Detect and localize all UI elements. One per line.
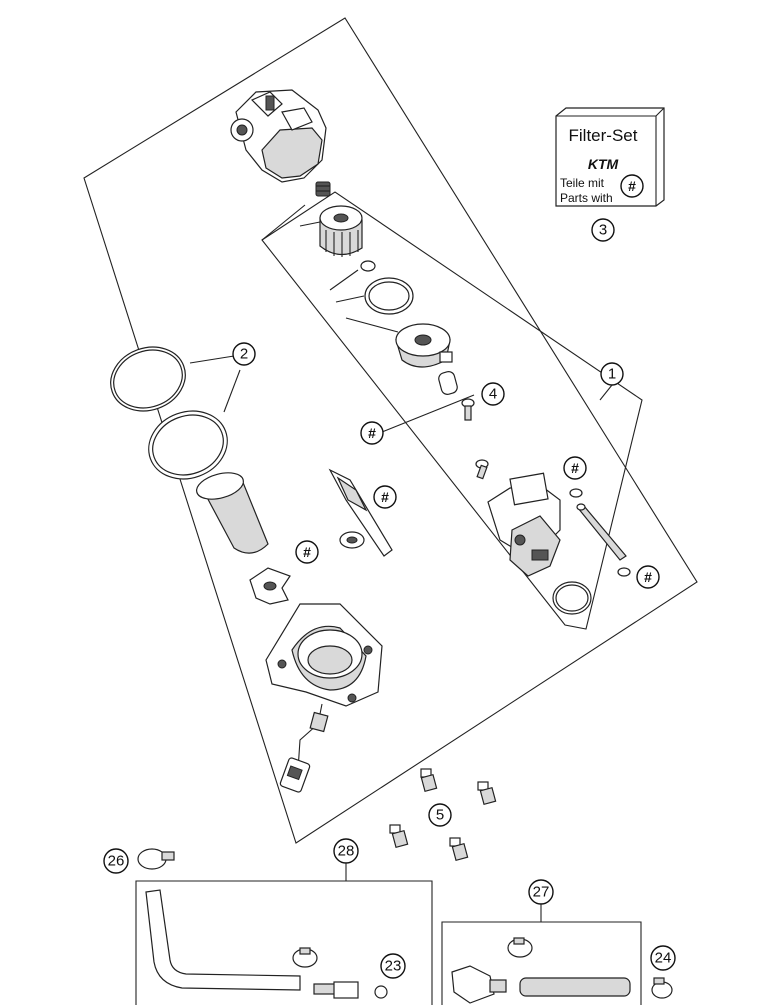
fuel-hose-bent — [145, 889, 301, 991]
fuel-hose-straight — [519, 977, 631, 997]
callout-5: 5 — [428, 803, 452, 827]
svg-text:28: 28 — [338, 843, 355, 860]
svg-text:3: 3 — [599, 222, 607, 239]
filter-set-box: Filter-Set KTM Teile mit Parts with # — [555, 107, 665, 207]
hose-connector-a — [313, 981, 359, 999]
svg-text:27: 27 — [533, 884, 550, 901]
connector-nipple-2 — [477, 781, 497, 806]
connector-nipple-1 — [420, 768, 438, 793]
svg-text:#: # — [368, 425, 376, 441]
callout-28: 28 — [333, 838, 359, 864]
callout-2: 2 — [232, 342, 256, 366]
callout-4: 4 — [481, 382, 505, 406]
callout-23: 23 — [380, 953, 406, 979]
o-ring-small — [360, 260, 376, 272]
svg-text:1: 1 — [608, 366, 616, 383]
pump-flange — [265, 603, 383, 793]
o-ring-tiny-1 — [569, 488, 583, 498]
svg-text:#: # — [303, 544, 311, 560]
hose-clamp-a — [292, 947, 318, 968]
svg-text:26: 26 — [108, 853, 125, 870]
hash-marker-motor: # — [563, 456, 587, 480]
filter-set-hash-marker: # — [620, 174, 644, 198]
o-ring-tiny-2 — [617, 567, 631, 577]
connector-nipple-4 — [449, 837, 469, 862]
spring — [315, 181, 331, 197]
hose-clamp-b — [507, 937, 533, 958]
svg-text:23: 23 — [385, 958, 402, 975]
svg-text:5: 5 — [436, 807, 444, 824]
o-ring-23 — [374, 985, 388, 999]
svg-text:4: 4 — [489, 386, 497, 403]
connector-nipple-3 — [389, 824, 409, 849]
svg-text:24: 24 — [655, 950, 672, 967]
hose-clamp-24 — [651, 977, 673, 999]
subassembly-1-boundary — [261, 191, 643, 630]
fuel-filter — [319, 205, 363, 257]
tube-small — [438, 371, 458, 395]
hash-marker-o-ring: # — [636, 565, 660, 589]
svg-text:#: # — [628, 178, 636, 194]
filter-set-title: Filter-Set — [569, 126, 638, 145]
svg-text:#: # — [644, 569, 652, 585]
callout-3: 3 — [591, 218, 615, 242]
quick-connector — [451, 965, 507, 1004]
screw-2 — [475, 459, 489, 480]
filter-set-line2: Parts with — [560, 191, 613, 205]
fuel-pump-motor — [487, 472, 561, 577]
callout-26: 26 — [103, 848, 129, 874]
svg-text:#: # — [381, 489, 389, 505]
ktm-logo: KTM — [588, 156, 619, 172]
filter-sleeve — [196, 472, 269, 554]
sensor-plate — [328, 468, 393, 557]
callout-24: 24 — [650, 945, 676, 971]
assembly-boundary — [83, 17, 698, 844]
tube-long — [576, 503, 627, 561]
hash-marker-clip: # — [295, 540, 319, 564]
leader-4 — [381, 394, 475, 433]
filter-set-line1: Teile mit — [560, 176, 605, 190]
pump-head — [230, 89, 327, 183]
callout-27: 27 — [528, 879, 554, 905]
hose-clamp-26 — [137, 848, 175, 870]
hash-marker-regulator: # — [360, 421, 384, 445]
hose-group-28-boundary — [135, 880, 433, 1005]
svg-text:#: # — [571, 460, 579, 476]
clip — [249, 567, 291, 605]
svg-text:2: 2 — [240, 346, 248, 363]
pressure-regulator — [395, 323, 453, 368]
screw — [461, 398, 475, 421]
hash-marker-sensor: # — [373, 485, 397, 509]
callout-1: 1 — [600, 362, 624, 386]
